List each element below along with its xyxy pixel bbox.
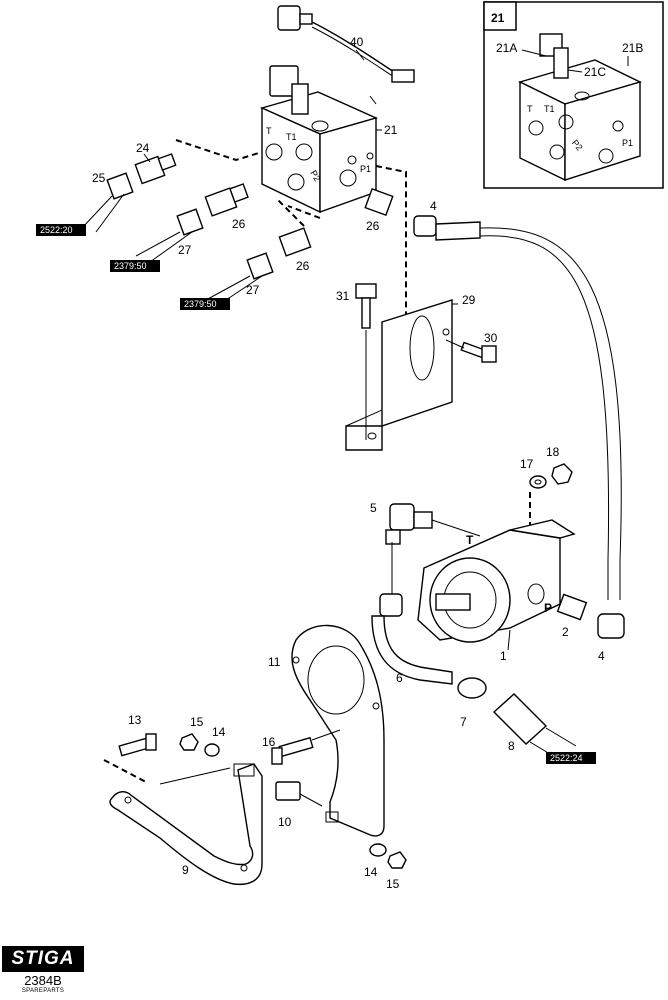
callout-8: 8 [508,739,515,753]
pressure-hose [479,227,622,600]
part-18-nut: 18 [546,445,573,485]
part-24-fitting: 24 [134,141,177,185]
pump-port-p: P [544,601,552,615]
callout-21: 21 [384,123,398,137]
inset-solenoid-stem [553,47,569,79]
callout-26-upper: 26 [232,217,246,231]
document-number: 2384B [24,973,62,988]
part-11-pump-bracket: 11 [268,624,385,837]
inset-port-p1: P1 [622,138,633,148]
inset-port-t1: T1 [544,104,555,114]
part-26-fitting-lower: 26 [278,227,312,273]
part-30-bolt: 30 [460,331,498,363]
valve-port-t1: T1 [286,132,297,142]
part-1-pump: 1 [417,519,576,663]
part-25-hose-end: 25 [81,171,134,233]
ref-2379-50-upper: 2379:50 [110,260,160,272]
callout-26-lower: 26 [296,259,310,273]
part-10-bolt: 10 [275,781,301,829]
inset-detail-21: 21 T T1 P1 P2 21A 21B 21C [483,1,664,189]
callout-9: 9 [182,863,189,877]
part-29-valve-bracket: 29 [345,293,476,451]
callout-16: 16 [262,735,276,749]
callout-13: 13 [128,713,142,727]
part-14-washer-lower: 14 [364,843,387,879]
callout-27-lower: 27 [246,283,260,297]
callout-7: 7 [460,715,467,729]
callout-21b: 21B [622,41,643,55]
callout-6: 6 [396,671,403,685]
inset-valve-side [564,81,641,181]
callout-5: 5 [370,501,377,515]
part-15-nut-upper: 15 [179,715,204,751]
callout-27-upper: 27 [178,243,192,257]
callout-29: 29 [462,293,476,307]
inset-port-t: T [527,104,533,114]
inset-title: 21 [491,11,505,25]
callout-40: 40 [350,35,364,49]
callout-4-upper: 4 [430,199,437,213]
valve-port-p1: P1 [360,164,371,174]
leader-24 [175,139,263,162]
part-31-bolt: 31 [336,283,377,329]
ref-2522-20: 2522:20 [36,224,86,236]
brand-logo: STIGA [2,946,84,972]
part-4-elbow-lower: 4 [597,613,625,663]
ref-2522-24: 2522:24 [546,752,596,764]
ref-2379-50-lower: 2379:50 [180,298,230,310]
part-27-hose-end-lower: 27 [205,252,274,305]
callout-30: 30 [484,331,498,345]
part-16-bolt: 16 [262,735,314,765]
ref-label-2379-50-lower: 2379:50 [184,299,217,309]
ref-label-2522-20: 2522:20 [40,225,73,235]
part-5-elbow: 5 [370,501,433,545]
part-15-nut-lower: 15 [386,851,407,891]
part-8-suction-hose: 8 [492,693,577,761]
leader-26-lower [277,199,305,227]
ref-label-2522-24: 2522:24 [550,753,583,763]
leader-29 [375,165,407,320]
part-9-bracket: 9 [109,763,263,886]
callout-24: 24 [136,141,150,155]
part-6-suction-pipe: 6 [371,593,453,685]
ref-label-2379-50-upper: 2379:50 [114,261,147,271]
part-26-fitting-upper: 26 [204,183,249,231]
leader-26-left [287,205,321,219]
part-7-hose-clamp: 7 [457,677,487,729]
callout-14-upper: 14 [212,725,226,739]
callout-31: 31 [336,289,350,303]
part-17-washer: 17 [520,457,547,489]
part-13-bolt: 13 [118,713,157,757]
callout-14-lower: 14 [364,865,378,879]
part-21-valve-block: T T1 P1 P2 21 [259,65,398,214]
callout-10: 10 [278,815,292,829]
callout-15-upper: 15 [190,715,204,729]
part-26-fitting-right: 26 [364,187,394,233]
callout-26-right: 26 [366,219,380,233]
callout-18: 18 [546,445,560,459]
callout-4-lower: 4 [598,649,605,663]
part-40-connector-cable: 40 [277,5,415,83]
document-footer: STIGA 2384B SPAREPARTS [2,946,84,994]
callout-21c: 21C [584,65,606,79]
callout-25: 25 [92,171,106,185]
pump-port-t: T [466,533,474,547]
callout-15-lower: 15 [386,877,400,891]
callout-17: 17 [520,457,534,471]
callout-11: 11 [268,655,281,669]
part-2-fitting: 2 [556,593,588,639]
valve-port-p2: P2 [308,169,322,184]
valve-port-t: T [266,126,272,136]
part-27-hose-end-upper: 27 [135,208,204,263]
callout-2: 2 [562,625,569,639]
document-subtitle: SPAREPARTS [21,988,65,994]
part-4-elbow-upper: 4 [413,199,481,241]
callout-21a: 21A [496,41,517,55]
brand-text: STIGA [11,948,75,969]
part-14-washer-upper: 14 [204,725,226,757]
callout-1: 1 [500,649,507,663]
